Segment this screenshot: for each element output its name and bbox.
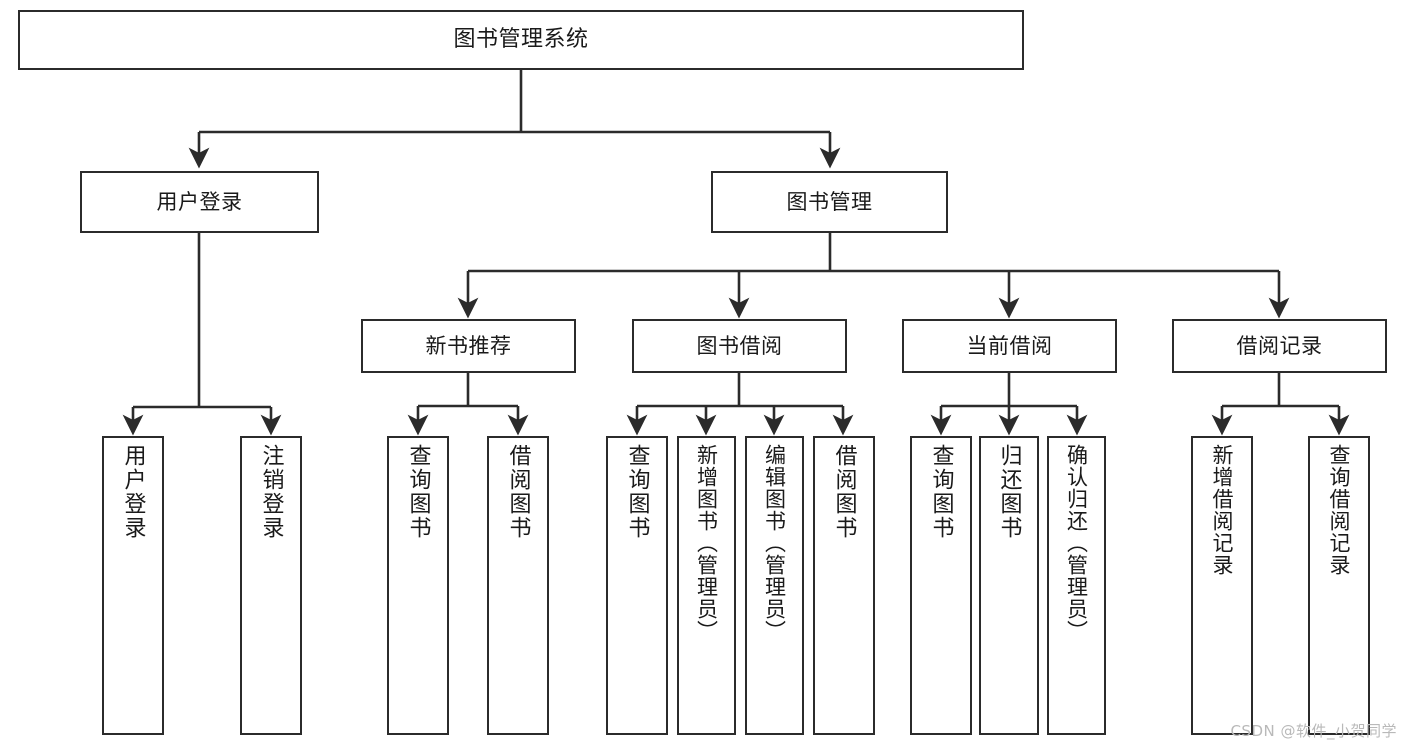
leaf-return-book[interactable]: 归还图书 [979,436,1039,735]
leaf-confirm-return-admin-label: 确认归还（管理员） [1064,444,1089,642]
csdn-watermark: CSDN @软件_小贺同学 [1230,722,1397,740]
node-root-label: 图书管理系统 [453,27,589,53]
leaf-logout-label: 注销登录 [258,444,284,540]
node-user-login[interactable]: 用户登录 [80,171,319,233]
leaf-query-book-1-label: 查询图书 [405,444,431,540]
node-current-borrow[interactable]: 当前借阅 [902,319,1117,373]
node-user-login-label: 用户登录 [156,189,243,214]
leaf-user-login-label: 用户登录 [120,444,146,540]
leaf-edit-book-admin[interactable]: 编辑图书（管理员） [745,436,804,735]
leaf-query-book-2-label: 查询图书 [624,444,650,540]
leaf-query-book-1[interactable]: 查询图书 [387,436,449,735]
node-book-borrow-label: 图书借阅 [696,333,783,358]
leaf-add-borrow-record[interactable]: 新增借阅记录 [1191,436,1253,735]
leaf-return-book-label: 归还图书 [996,444,1022,540]
node-root[interactable]: 图书管理系统 [18,10,1024,70]
leaf-borrow-book-1-label: 借阅图书 [505,444,531,540]
leaf-query-book-3-label: 查询图书 [928,444,954,540]
leaf-query-book-3[interactable]: 查询图书 [910,436,972,735]
leaf-query-book-2[interactable]: 查询图书 [606,436,668,735]
node-borrow-record[interactable]: 借阅记录 [1172,319,1387,373]
node-new-book-recommend-label: 新书推荐 [425,333,512,358]
leaf-logout[interactable]: 注销登录 [240,436,302,735]
leaf-query-borrow-record-label: 查询借阅记录 [1327,444,1352,576]
node-book-manage[interactable]: 图书管理 [711,171,948,233]
node-book-borrow[interactable]: 图书借阅 [632,319,847,373]
node-current-borrow-label: 当前借阅 [966,333,1053,358]
leaf-edit-book-admin-label: 编辑图书（管理员） [762,444,787,642]
leaf-user-login[interactable]: 用户登录 [102,436,164,735]
leaf-borrow-book-2-label: 借阅图书 [831,444,857,540]
leaf-confirm-return-admin[interactable]: 确认归还（管理员） [1047,436,1106,735]
leaf-add-borrow-record-label: 新增借阅记录 [1210,444,1235,576]
leaf-add-book-admin-label: 新增图书（管理员） [694,444,719,642]
leaf-query-borrow-record[interactable]: 查询借阅记录 [1308,436,1370,735]
node-book-manage-label: 图书管理 [786,189,873,214]
leaf-borrow-book-2[interactable]: 借阅图书 [813,436,875,735]
node-new-book-recommend[interactable]: 新书推荐 [361,319,576,373]
leaf-borrow-book-1[interactable]: 借阅图书 [487,436,549,735]
leaf-add-book-admin[interactable]: 新增图书（管理员） [677,436,736,735]
node-borrow-record-label: 借阅记录 [1236,333,1323,358]
